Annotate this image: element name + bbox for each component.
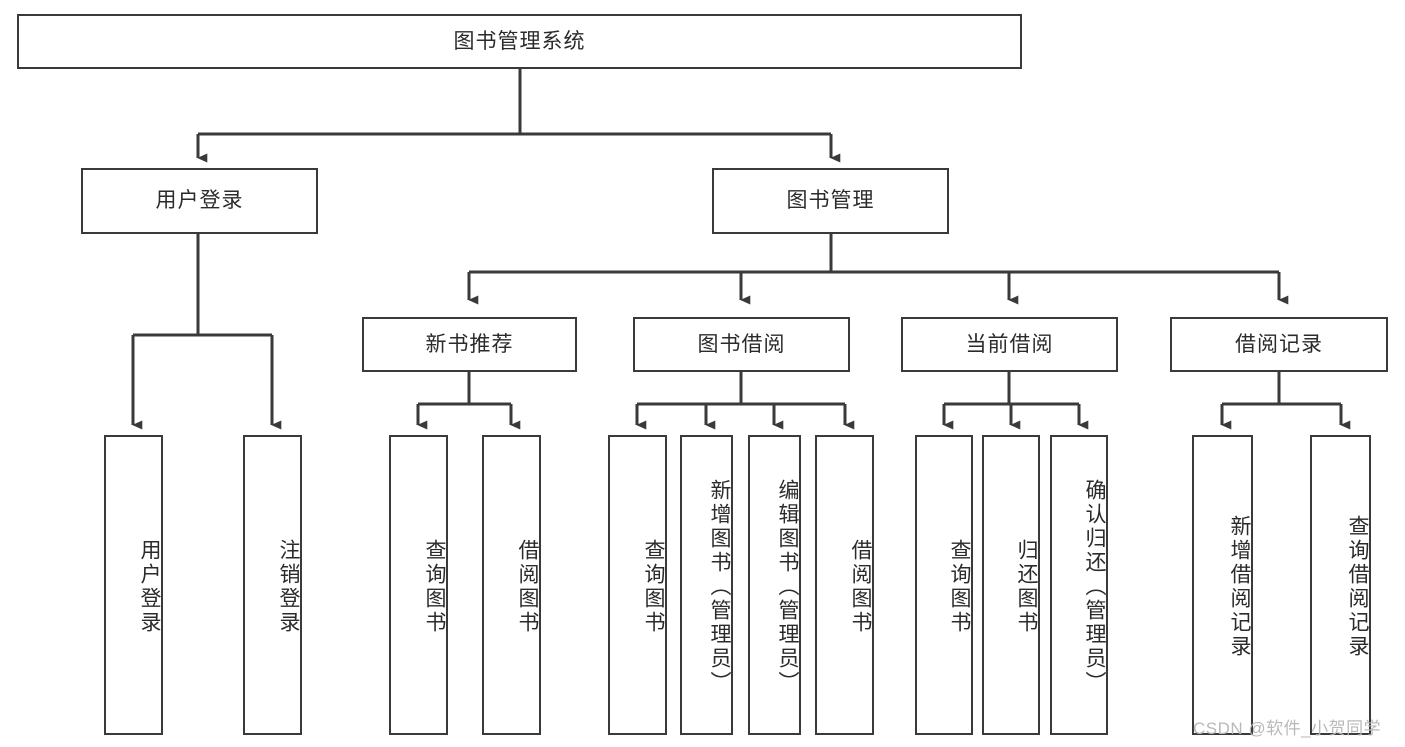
leaf-user-login[interactable]: 用户登录 [104,435,163,735]
leaf-query-book-current[interactable]: 查询图书 [915,435,973,735]
leaf-query-book-borrow[interactable]: 查询图书 [608,435,667,735]
node-book-management[interactable]: 图书管理 [712,168,949,234]
node-root-system[interactable]: 图书管理系统 [17,14,1022,69]
node-borrow-record[interactable]: 借阅记录 [1170,317,1388,372]
leaf-logout[interactable]: 注销登录 [243,435,302,735]
leaf-return-book[interactable]: 归还图书 [982,435,1040,735]
leaf-add-borrow-record[interactable]: 新增借阅记录 [1192,435,1253,735]
leaf-edit-book-admin[interactable]: 编辑图书（管理员） [748,435,801,735]
leaf-query-book-recommend[interactable]: 查询图书 [389,435,448,735]
leaf-confirm-return-admin[interactable]: 确认归还（管理员） [1050,435,1108,735]
leaf-query-borrow-record[interactable]: 查询借阅记录 [1310,435,1371,735]
node-book-borrow[interactable]: 图书借阅 [633,317,850,372]
leaf-add-book-admin[interactable]: 新增图书（管理员） [680,435,733,735]
node-current-borrow[interactable]: 当前借阅 [901,317,1118,372]
node-user-login[interactable]: 用户登录 [81,168,318,234]
csdn-watermark: CSDN @软件_小贺同学 [1193,719,1382,738]
leaf-borrow-book-borrow[interactable]: 借阅图书 [815,435,874,735]
node-new-book-recommend[interactable]: 新书推荐 [362,317,577,372]
leaf-borrow-book-recommend[interactable]: 借阅图书 [482,435,541,735]
